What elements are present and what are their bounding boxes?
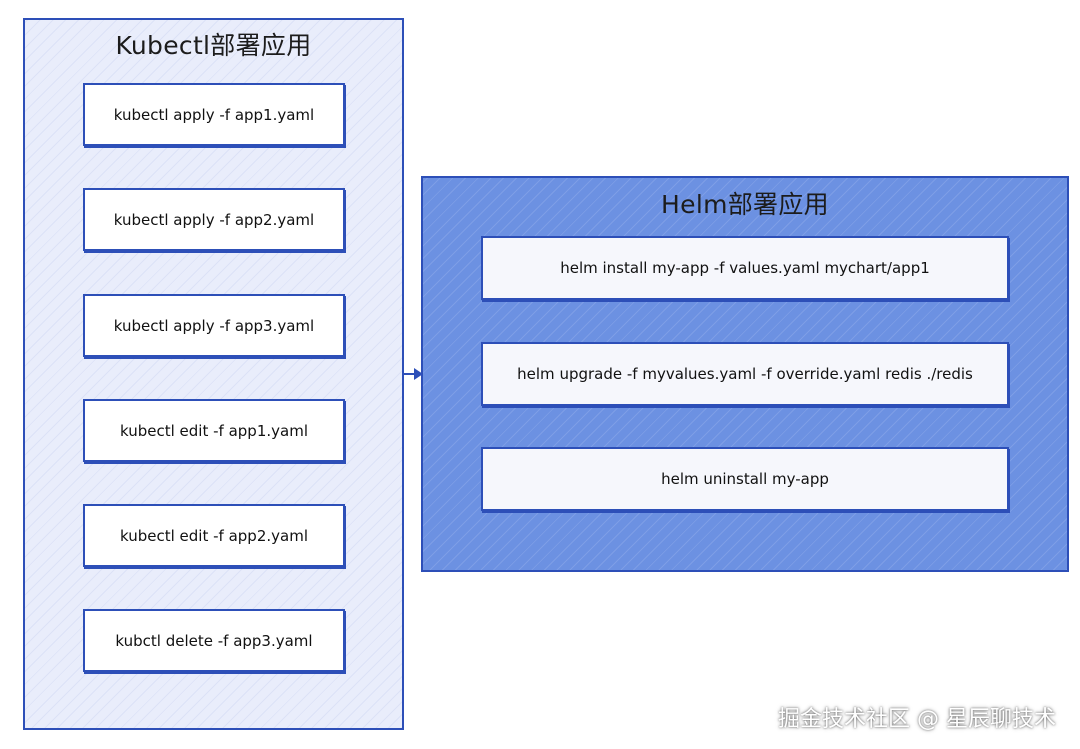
kubectl-command-box: kubectl edit -f app2.yaml [83, 504, 345, 567]
kubectl-command-text: kubectl apply -f app1.yaml [113, 105, 315, 124]
kubectl-command-box: kubectl apply -f app2.yaml [83, 188, 345, 251]
helm-panel: Helm部署应用 helm install my-app -f values.y… [421, 176, 1069, 572]
kubectl-panel: Kubectl部署应用 kubectl apply -f app1.yaml k… [23, 18, 404, 730]
kubectl-command-text: kubectl apply -f app2.yaml [113, 210, 315, 229]
kubectl-command-text: kubectl edit -f app2.yaml [120, 526, 308, 545]
kubectl-command-box: kubectl apply -f app1.yaml [83, 83, 345, 146]
kubectl-command-box: kubectl apply -f app3.yaml [83, 294, 345, 357]
helm-command-text: helm uninstall my-app [661, 470, 829, 488]
kubectl-command-text: kubectl edit -f app1.yaml [120, 421, 308, 440]
kubectl-command-box: kubctl delete -f app3.yaml [83, 609, 345, 672]
helm-command-text: helm upgrade -f myvalues.yaml -f overrid… [517, 365, 973, 383]
helm-command-box: helm install my-app -f values.yaml mycha… [481, 236, 1009, 300]
helm-panel-title: Helm部署应用 [661, 190, 829, 219]
kubectl-panel-title: Kubectl部署应用 [115, 31, 312, 60]
kubectl-command-text: kubctl delete -f app3.yaml [115, 631, 313, 650]
helm-command-text: helm install my-app -f values.yaml mycha… [560, 259, 930, 277]
kubectl-command-box: kubectl edit -f app1.yaml [83, 399, 345, 462]
helm-command-box: helm upgrade -f myvalues.yaml -f overrid… [481, 342, 1009, 406]
flow-arrow-icon [404, 368, 423, 380]
watermark: 掘金技术社区 @ 星辰聊技术 [778, 707, 1056, 732]
kubectl-command-text: kubectl apply -f app3.yaml [113, 316, 315, 335]
helm-command-box: helm uninstall my-app [481, 447, 1009, 511]
